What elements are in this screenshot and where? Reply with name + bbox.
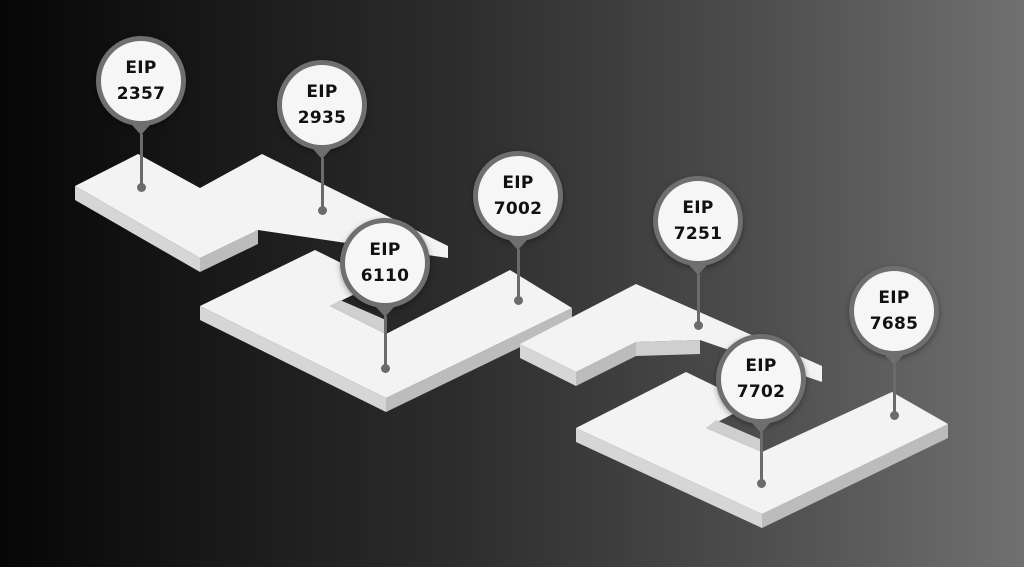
pin-stem bbox=[321, 158, 324, 210]
milestone-bubble: EIP 2935 bbox=[277, 60, 367, 150]
path-segment-2 bbox=[200, 250, 572, 412]
milestone-number: 7251 bbox=[673, 224, 723, 244]
pin-anchor-dot bbox=[757, 479, 766, 488]
milestone-bubble: EIP 2357 bbox=[96, 36, 186, 126]
milestone-bubble: EIP 7002 bbox=[473, 151, 563, 241]
pin-tip bbox=[509, 240, 527, 250]
milestone-bubble: EIP 6110 bbox=[340, 218, 430, 308]
milestone-number: 2935 bbox=[297, 108, 347, 128]
milestone-number: 7702 bbox=[736, 382, 786, 402]
milestone-bubble: EIP 7702 bbox=[716, 334, 806, 424]
milestone-prefix: EIP bbox=[369, 240, 401, 260]
milestone-prefix: EIP bbox=[306, 82, 338, 102]
pin-tip bbox=[313, 149, 331, 159]
pin-tip bbox=[752, 423, 770, 433]
milestone-prefix: EIP bbox=[502, 173, 534, 193]
milestone-number: 7002 bbox=[493, 199, 543, 219]
pin-stem bbox=[384, 316, 387, 366]
pin-stem bbox=[140, 134, 143, 186]
pin-tip bbox=[885, 355, 903, 365]
milestone-bubble: EIP 7685 bbox=[849, 266, 939, 356]
milestone-prefix: EIP bbox=[878, 288, 910, 308]
pin-anchor-dot bbox=[318, 206, 327, 215]
pin-tip bbox=[132, 125, 150, 135]
pin-stem bbox=[760, 432, 763, 482]
path-segment-3 bbox=[520, 284, 822, 386]
pin-stem bbox=[697, 274, 700, 324]
pin-anchor-dot bbox=[381, 364, 390, 373]
pin-anchor-dot bbox=[694, 321, 703, 330]
milestone-number: 6110 bbox=[360, 266, 410, 286]
pin-tip bbox=[376, 307, 394, 317]
pin-anchor-dot bbox=[890, 411, 899, 420]
milestone-number: 2357 bbox=[116, 84, 166, 104]
pin-stem bbox=[893, 364, 896, 414]
pin-stem bbox=[517, 249, 520, 299]
milestone-prefix: EIP bbox=[682, 198, 714, 218]
pin-anchor-dot bbox=[137, 183, 146, 192]
milestone-prefix: EIP bbox=[125, 58, 157, 78]
path-segment-4 bbox=[576, 372, 948, 528]
milestone-number: 7685 bbox=[869, 314, 919, 334]
milestone-prefix: EIP bbox=[745, 356, 777, 376]
milestone-bubble: EIP 7251 bbox=[653, 176, 743, 266]
pin-tip bbox=[689, 265, 707, 275]
pin-anchor-dot bbox=[514, 296, 523, 305]
